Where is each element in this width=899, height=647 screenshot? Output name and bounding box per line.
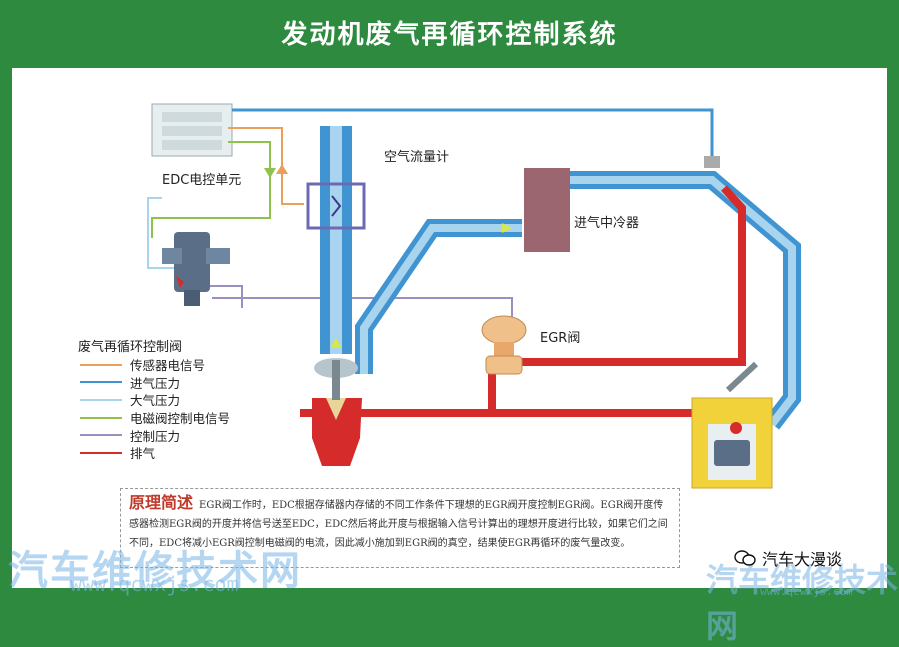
legend-item: 大气压力: [80, 391, 230, 409]
arrow-icon: [176, 276, 184, 288]
legend-label: 传感器电信号: [130, 358, 206, 374]
label-edc-unit: EDC电控单元: [162, 173, 242, 188]
principle-title: 原理简述: [129, 493, 194, 512]
legend-swatch: [80, 434, 122, 437]
legend-label: 电磁阀控制电信号: [130, 411, 231, 427]
boost-pipe-inner: [570, 176, 796, 427]
watermark-left: 汽车维修技术网: [8, 548, 302, 594]
egr-system-diagram: [147, 103, 801, 489]
arrow-up-icon: [276, 164, 288, 174]
label-egr-control-valve: 废气再循环控制阀: [78, 340, 183, 355]
legend-label: 进气压力: [130, 375, 181, 391]
legend-swatch: [80, 451, 122, 454]
legend-item: 进气压力: [80, 374, 230, 392]
legend-item: 传感器电信号: [80, 356, 230, 374]
principle-text: EGR阀工作时，EDC根据存储器内存储的不同工作条件下理想的EGR阀开度控制EG…: [129, 500, 668, 549]
exhaust-pipe: [300, 185, 746, 417]
brand-name: 汽车大漫谈: [762, 550, 843, 569]
edc-control-unit: [151, 103, 233, 157]
watermark-left-url: www.qcwxjs.com: [70, 572, 239, 596]
solenoid-signal-line: [151, 141, 271, 238]
egr-control-valve: [162, 232, 230, 306]
atmosphere-pressure-line: [147, 197, 178, 269]
legend-swatch: [80, 398, 122, 401]
legend-swatch: [80, 363, 122, 366]
legend-label: 大气压力: [130, 393, 181, 409]
turbocharger: [312, 358, 362, 466]
arrow-down-icon: [330, 338, 342, 348]
label-egr-valve: EGR阀: [540, 331, 581, 346]
engine-cylinder: [691, 361, 773, 489]
wechat-icon: [734, 550, 756, 566]
legend-label: 控制压力: [130, 428, 181, 444]
pressure-sensor-icon: [704, 156, 720, 168]
watermark-right-url: www.qcwxjs.com: [760, 585, 853, 598]
legend-label: 排气: [130, 446, 156, 462]
intercooler: [524, 168, 570, 252]
intake-tube: [306, 126, 366, 354]
label-air-flow-meter: 空气流量计: [384, 150, 450, 165]
legend-swatch: [80, 416, 122, 419]
egr-valve: [481, 315, 527, 375]
sensor-signal-line: [228, 127, 304, 205]
intake-pipe-inner: [360, 224, 522, 374]
legend-item: 控制压力: [80, 426, 230, 444]
legend-item: 电磁阀控制电信号: [80, 409, 230, 427]
brand-badge: 汽车大漫谈: [734, 546, 842, 570]
legend-swatch: [80, 381, 122, 384]
legend: 传感器电信号 进气压力 大气压力 电磁阀控制电信号 控制压力 排气: [80, 356, 230, 462]
intake-pressure-line: [232, 108, 714, 160]
page-title: 发动机废气再循环控制系统: [281, 20, 618, 50]
arrow-down-icon: [264, 168, 276, 178]
legend-item: 排气: [80, 444, 230, 462]
label-intercooler: 进气中冷器: [574, 216, 640, 231]
arrow-right-icon: [502, 223, 512, 233]
